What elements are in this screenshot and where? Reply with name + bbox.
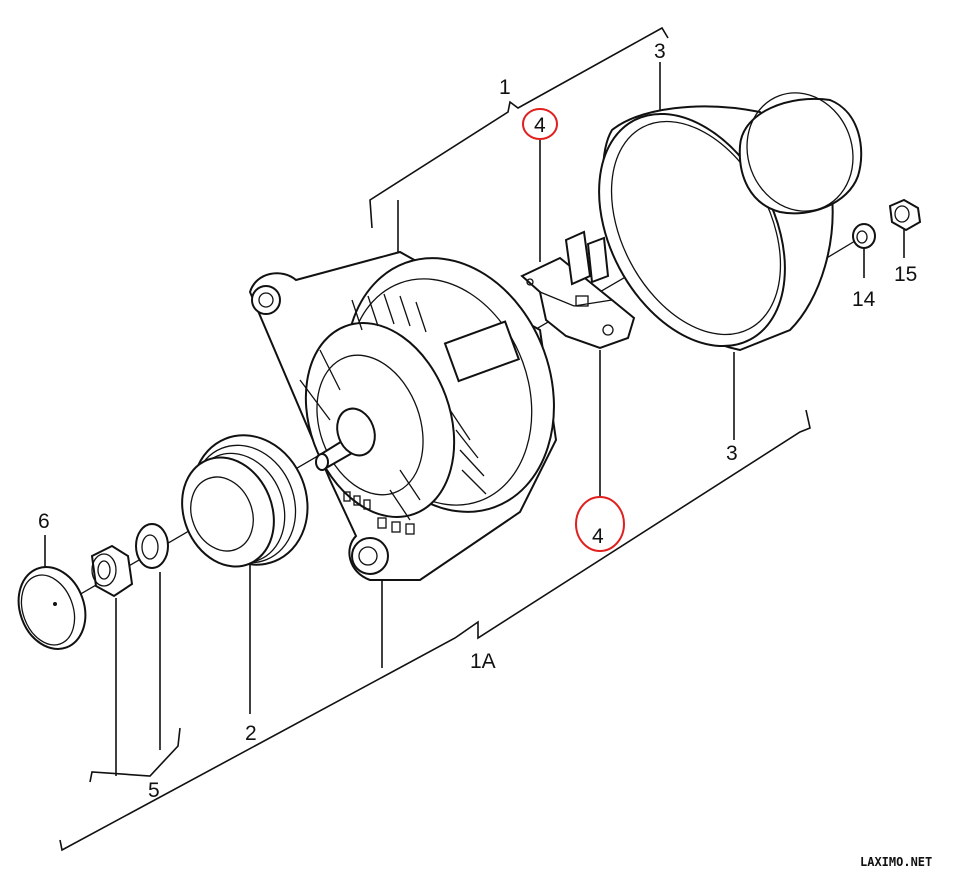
watermark-text: LAXIMO.NET [860,855,932,869]
voltage-regulator-part-4 [520,230,636,350]
alternator-body [248,250,558,581]
callout-14: 14 [852,288,876,311]
bracket-5 [89,572,181,783]
cap-part-6 [17,566,87,650]
callout-15: 15 [894,263,917,286]
callout-1a: 1A [470,650,496,673]
washer [135,523,169,569]
bracket-3-bottom [59,409,811,852]
nut-part-15 [888,198,922,232]
bracket-1 [369,26,669,252]
callout-3-bottom: 3 [726,442,738,465]
callout-4-bottom: 4 [592,525,604,548]
callout-6: 6 [38,510,50,533]
callout-1: 1 [499,76,511,99]
highlight-circle-bottom [575,496,625,552]
rear-cover-part-3 [598,92,863,352]
pulley-part-2 [181,434,309,568]
callout-5: 5 [148,779,160,802]
nut [90,544,134,598]
callout-4-top: 4 [534,114,546,137]
highlight-circle-top [522,108,558,140]
callout-3-top: 3 [654,40,666,63]
callout-2: 2 [245,722,257,745]
washer-part-14 [852,223,876,249]
